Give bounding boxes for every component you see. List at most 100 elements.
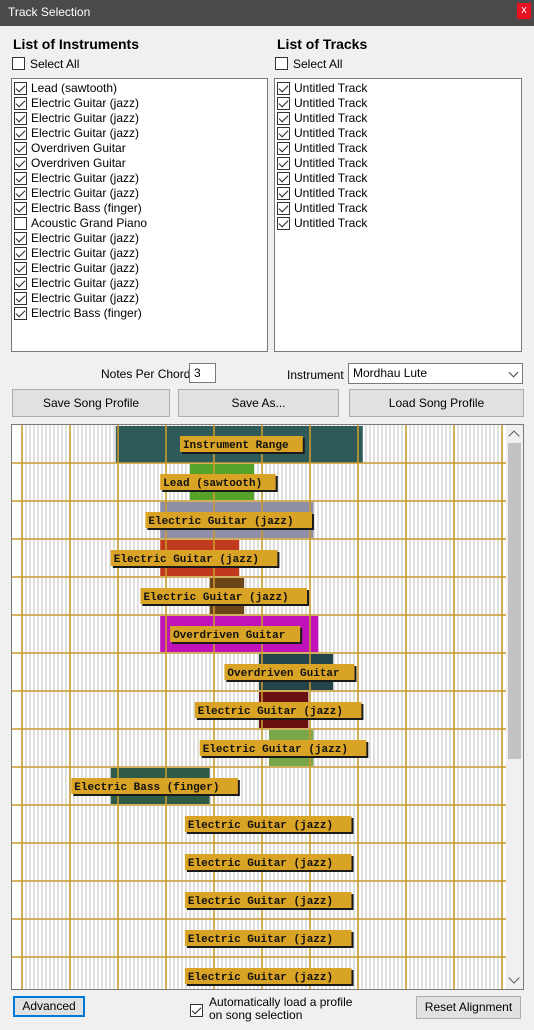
instruments-list-item[interactable]: Lead (sawtooth) [14, 81, 265, 96]
checkbox-icon[interactable] [277, 142, 290, 156]
reset-alignment-button[interactable]: Reset Alignment [416, 996, 521, 1019]
notes-per-chord-label: Notes Per Chord [101, 367, 191, 381]
instruments-list-item[interactable]: Overdriven Guitar [14, 141, 265, 156]
track-label: Electric Guitar (jazz) [188, 820, 333, 832]
checkbox-icon[interactable] [14, 277, 27, 291]
track-label: Overdriven Guitar [227, 668, 339, 680]
track-label-box [140, 588, 308, 604]
checkbox-icon[interactable] [14, 127, 27, 141]
list-item-label: Untitled Track [294, 201, 368, 216]
tracks-select-all[interactable]: Select All [275, 56, 342, 71]
tracks-header: List of Tracks [277, 36, 368, 52]
checkbox-icon[interactable] [277, 217, 290, 231]
checkbox-icon[interactable] [14, 292, 27, 306]
checkbox-icon[interactable] [12, 57, 25, 71]
checkbox-icon[interactable] [277, 112, 290, 126]
scroll-up-icon[interactable] [508, 430, 520, 442]
checkbox-icon[interactable] [277, 187, 290, 201]
tracks-list-item[interactable]: Untitled Track [277, 156, 519, 171]
checkbox-icon[interactable] [14, 232, 27, 246]
checkbox-icon[interactable] [14, 262, 27, 276]
instruments-list[interactable]: Lead (sawtooth)Electric Guitar (jazz)Ele… [11, 78, 268, 352]
scrollbar-thumb[interactable] [508, 443, 521, 759]
checkbox-icon[interactable] [277, 202, 290, 216]
track-label-box [184, 892, 352, 908]
checkbox-icon[interactable] [277, 82, 290, 96]
list-item-label: Overdriven Guitar [31, 156, 126, 171]
tracks-list-item[interactable]: Untitled Track [277, 216, 519, 231]
checkbox-icon[interactable] [14, 202, 27, 216]
instruments-list-item[interactable]: Overdriven Guitar [14, 156, 265, 171]
track-label-box [110, 550, 278, 566]
vertical-scrollbar[interactable] [506, 425, 523, 989]
list-item-label: Untitled Track [294, 126, 368, 141]
instruments-list-item[interactable]: Electric Bass (finger) [14, 201, 265, 216]
checkbox-icon[interactable] [14, 112, 27, 126]
checkbox-icon[interactable] [14, 142, 27, 156]
instruments-list-item[interactable]: Electric Bass (finger) [14, 306, 265, 321]
checkbox-icon[interactable] [14, 307, 27, 321]
save-as-button[interactable]: Save As... [178, 389, 339, 417]
checkbox-icon[interactable] [14, 97, 27, 111]
save-song-profile-button[interactable]: Save Song Profile [12, 389, 170, 417]
track-label-box [194, 702, 362, 718]
track-label: Lead (sawtooth) [163, 478, 262, 490]
load-song-profile-button[interactable]: Load Song Profile [349, 389, 524, 417]
instruments-list-item[interactable]: Electric Guitar (jazz) [14, 261, 265, 276]
tracks-list-item[interactable]: Untitled Track [277, 201, 519, 216]
list-item-label: Electric Guitar (jazz) [31, 246, 140, 261]
instruments-list-item[interactable]: Electric Guitar (jazz) [14, 126, 265, 141]
tracks-list-item[interactable]: Untitled Track [277, 96, 519, 111]
checkbox-icon[interactable] [14, 157, 27, 171]
list-item-label: Electric Guitar (jazz) [31, 126, 140, 141]
instruments-list-item[interactable]: Electric Guitar (jazz) [14, 276, 265, 291]
tracks-list-item[interactable]: Untitled Track [277, 141, 519, 156]
instruments-list-item[interactable]: Electric Guitar (jazz) [14, 291, 265, 306]
checkbox-icon[interactable] [275, 57, 288, 71]
auto-load-label-line1: Automatically load a profile [209, 995, 353, 1009]
tracks-list-item[interactable]: Untitled Track [277, 126, 519, 141]
track-label-box [184, 968, 352, 984]
instruments-list-item[interactable]: Acoustic Grand Piano [14, 216, 265, 231]
track-label: Electric Guitar (jazz) [188, 896, 333, 908]
checkbox-icon[interactable] [190, 1004, 203, 1017]
checkbox-icon[interactable] [14, 247, 27, 261]
close-button[interactable]: x [517, 3, 531, 19]
instruments-list-item[interactable]: Electric Guitar (jazz) [14, 186, 265, 201]
tracks-list-item[interactable]: Untitled Track [277, 186, 519, 201]
checkbox-icon[interactable] [277, 157, 290, 171]
track-label: Electric Guitar (jazz) [188, 858, 333, 870]
notes-per-chord-input[interactable]: 3 [189, 363, 216, 383]
list-item-label: Electric Guitar (jazz) [31, 171, 140, 186]
tracks-list-item[interactable]: Untitled Track [277, 171, 519, 186]
checkbox-icon[interactable] [14, 217, 27, 231]
track-label: Electric Guitar (jazz) [203, 744, 348, 756]
track-label: Overdriven Guitar [173, 630, 285, 642]
checkbox-icon[interactable] [277, 172, 290, 186]
instruments-select-all[interactable]: Select All [12, 56, 79, 71]
checkbox-icon[interactable] [14, 82, 27, 96]
checkbox-icon[interactable] [14, 187, 27, 201]
list-item-label: Electric Guitar (jazz) [31, 96, 140, 111]
advanced-button[interactable]: Advanced [13, 996, 85, 1017]
checkbox-icon[interactable] [14, 172, 27, 186]
scroll-down-icon[interactable] [508, 972, 520, 984]
instruments-list-item[interactable]: Electric Guitar (jazz) [14, 231, 265, 246]
instruments-list-item[interactable]: Electric Guitar (jazz) [14, 96, 265, 111]
tracks-list-item[interactable]: Untitled Track [277, 81, 519, 96]
instrument-select-value: Mordhau Lute [353, 366, 428, 380]
tracks-list-item[interactable]: Untitled Track [277, 111, 519, 126]
instrument-select[interactable]: Mordhau Lute [348, 363, 523, 384]
track-label-box [224, 664, 355, 680]
instruments-list-item[interactable]: Electric Guitar (jazz) [14, 246, 265, 261]
instruments-list-item[interactable]: Electric Guitar (jazz) [14, 111, 265, 126]
track-label-box [71, 778, 238, 794]
checkbox-icon[interactable] [277, 127, 290, 141]
title-bar: Track Selection x [0, 0, 534, 26]
checkbox-icon[interactable] [277, 97, 290, 111]
instruments-list-item[interactable]: Electric Guitar (jazz) [14, 171, 265, 186]
